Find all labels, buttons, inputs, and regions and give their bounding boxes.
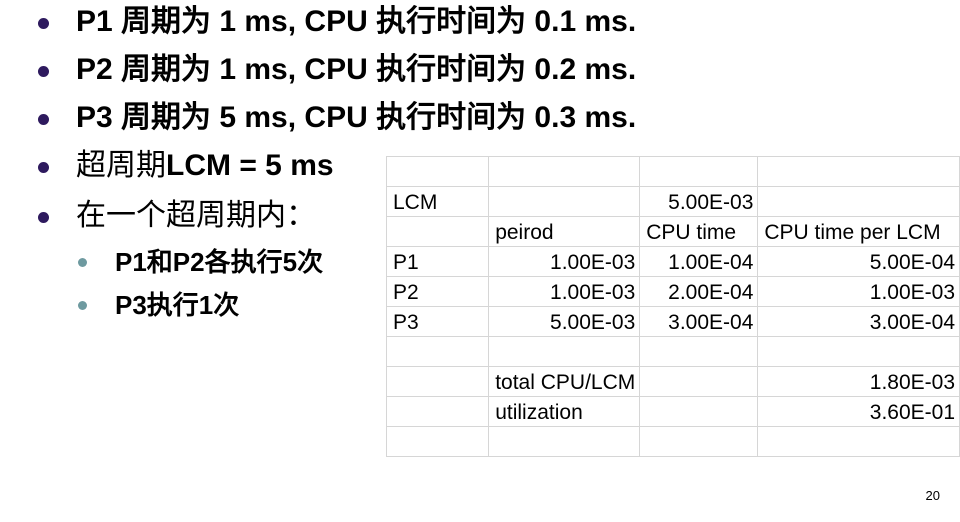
table-row [385,336,960,367]
spreadsheet-table: LCM 5.00E-03 peirod CPU time CPU time pe… [385,156,960,457]
table-cell [757,156,960,187]
table-cell [757,426,960,457]
bullet-dot-icon [38,212,49,223]
bullet-dot-icon [38,162,49,173]
table-row: total CPU/LCM 1.80E-03 [385,366,960,397]
bullet-text: P1 周期为 1 ms, CPU 执行时间为 0.1 ms. [76,5,637,38]
column-header: CPU time [639,216,759,247]
cpu-time-cell: 1.00E-04 [639,246,759,277]
table-cell [488,426,641,457]
cpu-per-lcm-cell: 5.00E-04 [757,246,960,277]
bullet-dot-icon [38,66,49,77]
table-row: P2 1.00E-03 2.00E-04 1.00E-03 [385,276,960,307]
table-row: utilization 3.60E-01 [385,396,960,427]
bullet-dot-icon [38,18,49,29]
bullet-text: P3 周期为 5 ms, CPU 执行时间为 0.3 ms. [76,101,637,134]
table-cell [385,156,490,187]
column-header: CPU time per LCM [757,216,960,247]
utilization-value-cell: 3.60E-01 [757,396,960,427]
table-row: LCM 5.00E-03 [385,186,960,217]
table-cell [488,336,641,367]
table-cell [488,156,641,187]
table-cell [385,216,490,247]
bullet-dot-icon [38,114,49,125]
bullet-text: 超周期LCM = 5 ms [76,146,334,186]
table-cell [385,426,490,457]
table-cell [385,396,490,427]
table-row: P1 1.00E-03 1.00E-04 5.00E-04 [385,246,960,277]
table-cell [639,336,759,367]
sub-bullet-dot-icon [78,258,87,267]
page-number: 20 [925,488,940,503]
sub-bullet-dot-icon [78,301,87,310]
table-cell [639,426,759,457]
cpu-time-cell: 2.00E-04 [639,276,759,307]
task-name-cell: P1 [385,246,490,277]
table-cell [488,186,641,217]
task-name-cell: P2 [385,276,490,307]
table-cell [639,156,759,187]
table-cell [639,366,759,397]
sub-bullet-text: P1和P2各执行5次 [115,247,324,277]
lcm-label-cell: LCM [385,186,490,217]
table-cell [757,186,960,217]
bullet-prefix: 超周期 [76,149,166,182]
table-row [385,156,960,187]
period-cell: 1.00E-03 [488,276,641,307]
table-header-row: peirod CPU time CPU time per LCM [385,216,960,247]
total-label-cell: total CPU/LCM [488,366,641,397]
cpu-per-lcm-cell: 3.00E-04 [757,306,960,337]
table-cell [757,336,960,367]
utilization-label-cell: utilization [488,396,641,427]
sub-bullet-text: P3执行1次 [115,290,240,320]
lcm-value-cell: 5.00E-03 [639,186,759,217]
bullet-text: 在一个超周期内： [76,199,316,232]
table-row: P3 5.00E-03 3.00E-04 3.00E-04 [385,306,960,337]
bullet-text: P2 周期为 1 ms, CPU 执行时间为 0.2 ms. [76,53,637,86]
table-cell [385,366,490,397]
total-value-cell: 1.80E-03 [757,366,960,397]
cpu-time-cell: 3.00E-04 [639,306,759,337]
cpu-per-lcm-cell: 1.00E-03 [757,276,960,307]
task-name-cell: P3 [385,306,490,337]
table-row [385,426,960,457]
table-cell [385,336,490,367]
bullet-bold: LCM = 5 ms [166,149,334,182]
period-cell: 1.00E-03 [488,246,641,277]
period-cell: 5.00E-03 [488,306,641,337]
column-header: peirod [488,216,641,247]
table-cell [639,396,759,427]
